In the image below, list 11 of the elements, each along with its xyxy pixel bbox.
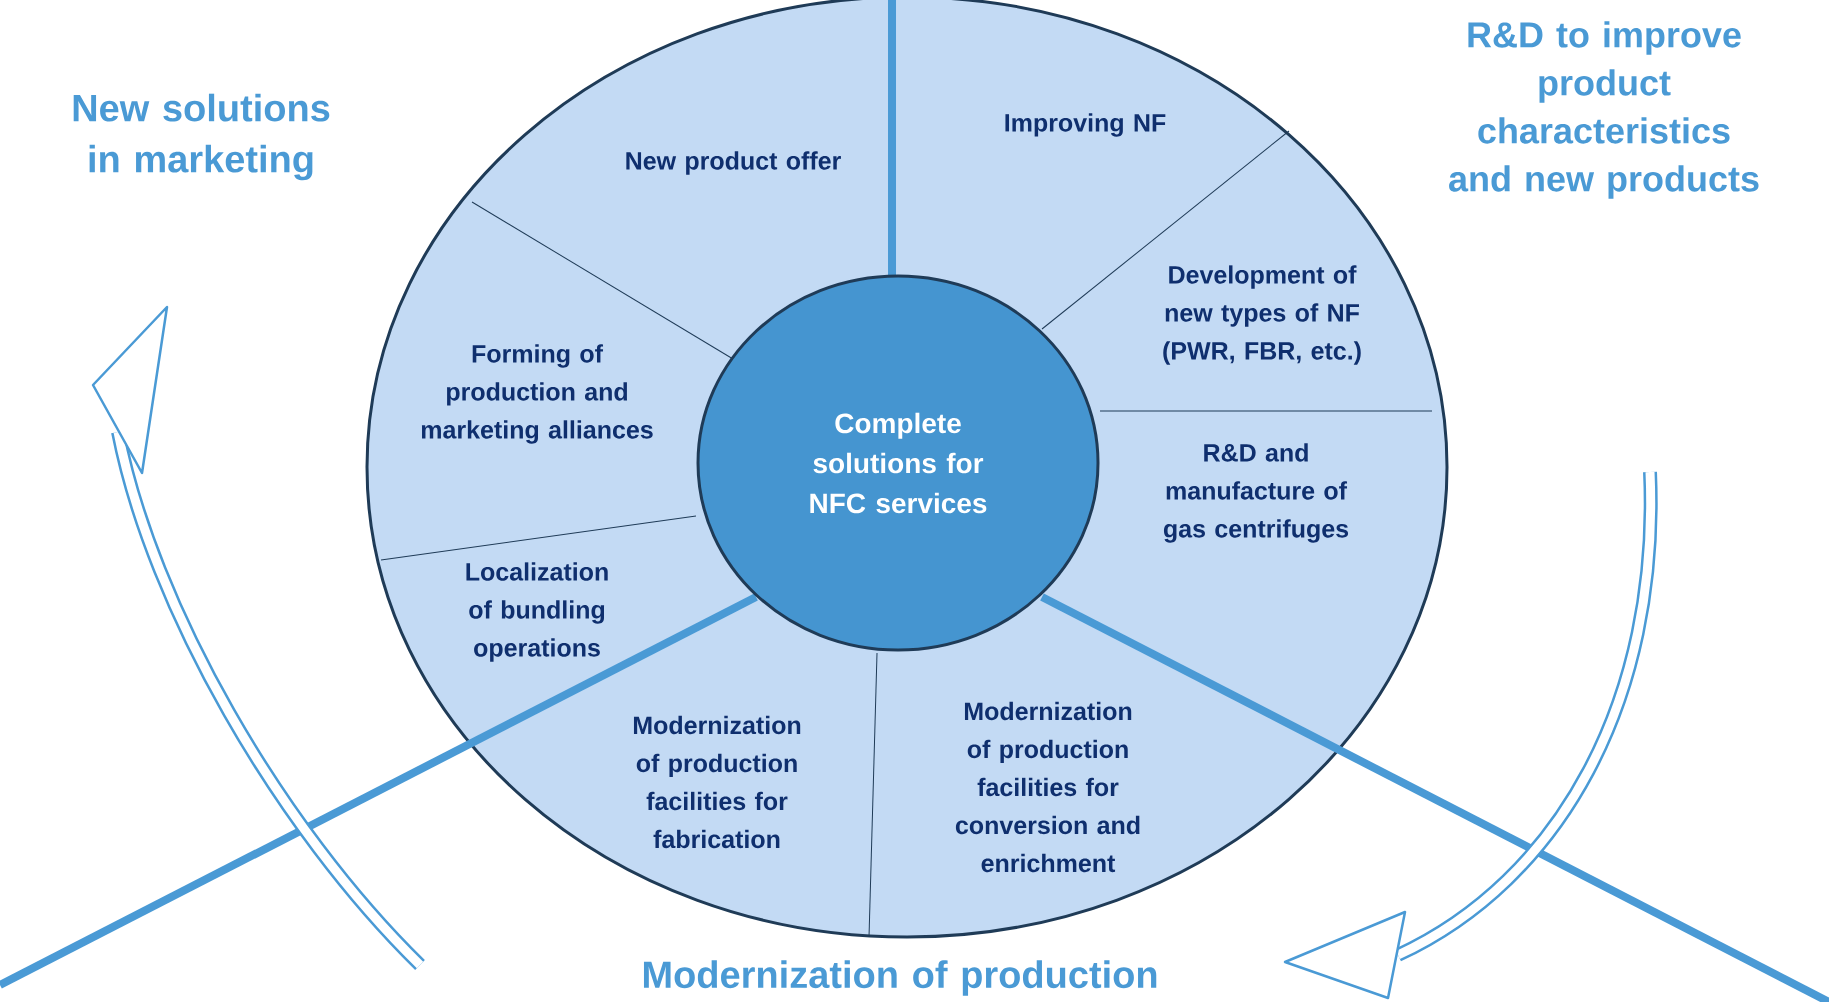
sector-label: Modernization of production facilities for fabrication bbox=[633, 715, 801, 849]
region-title: R&D to improve product characteristics and new products bbox=[1449, 21, 1759, 199]
region-title: Modernization of production bbox=[644, 960, 1157, 996]
sector-label: Forming of production and marketing alliances bbox=[421, 344, 653, 444]
sector-label: Localization of bundling operations bbox=[466, 562, 608, 662]
sector-label: Development of new types of NF (PWR, FBR, etc.) bbox=[1163, 265, 1361, 365]
region-title: New solutions in marketing bbox=[73, 93, 330, 181]
sector-label: Modernization of production facilities for conversion and enrichment bbox=[955, 701, 1140, 873]
sector-label: Improving NF bbox=[1005, 113, 1166, 137]
sector-label: R&D and manufacture of gas centrifuges bbox=[1163, 443, 1349, 543]
sector-label: New product offer bbox=[626, 151, 841, 175]
